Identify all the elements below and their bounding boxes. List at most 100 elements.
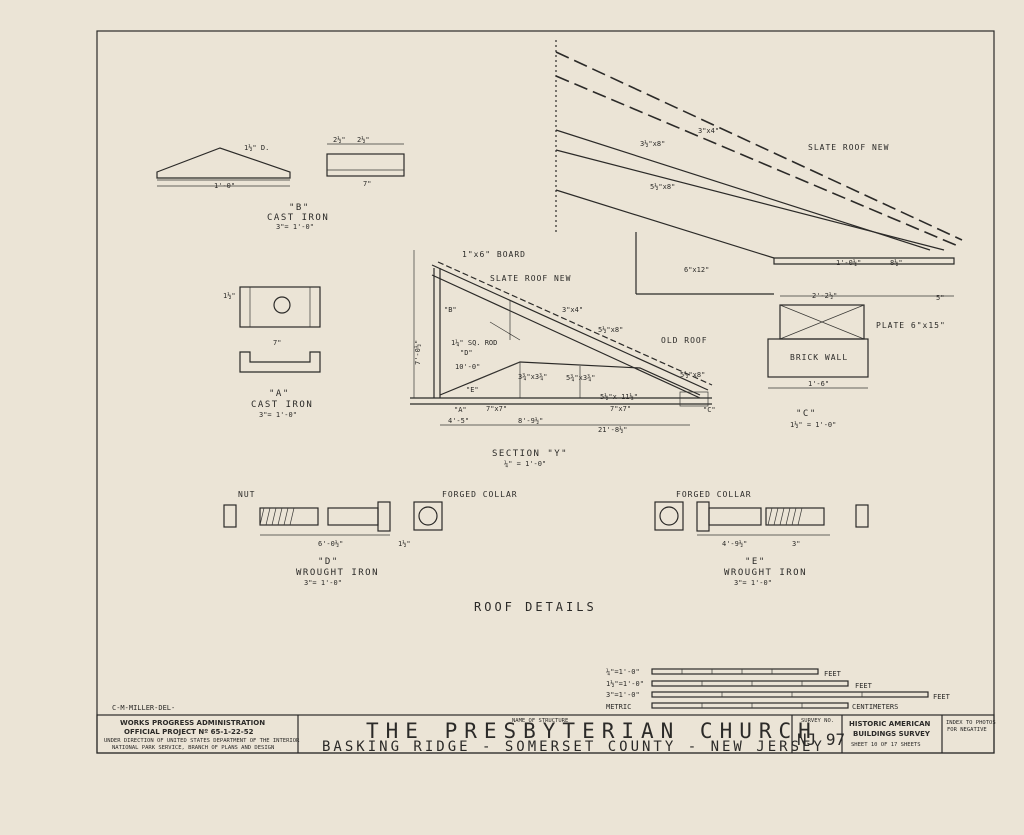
section-y-dim-b: 8'-9½" <box>518 417 543 425</box>
section-y-dim-span: 21'-8½" <box>598 426 628 434</box>
scale-row-3-label: 3"=1'-0" <box>606 691 640 699</box>
detail-d-collar <box>377 501 391 532</box>
sheet-count: SHEET 10 OF 17 SHEETS <box>851 742 921 748</box>
detail-b-elevation <box>156 147 291 179</box>
section-y-scale: ¼" = 1'-0" <box>504 460 546 468</box>
detail-a-hole <box>273 296 291 314</box>
detail-a-section <box>239 351 321 373</box>
detail-e-collar-label: FORGED COLLAR <box>676 490 752 499</box>
section-y-ref-a: "A" <box>454 406 467 414</box>
detail-e-scale: 3"= 1'-0" <box>734 579 772 587</box>
scale-row-2-label: 1½"=1'-0" <box>606 680 644 688</box>
scale-row-1-unit: FEET <box>824 670 842 678</box>
wpa-line-2: OFFICIAL PROJECT Nº 65-1-22-52 <box>124 728 254 736</box>
section-y-member-2: 5½"x8" <box>598 326 623 334</box>
detail-b-material: CAST IRON <box>267 213 329 223</box>
detail-d-nut-label: NUT <box>238 490 255 499</box>
detail-a-material: CAST IRON <box>251 400 313 410</box>
detail-e-shank <box>708 507 762 526</box>
detail-c-member-4: 6"x12" <box>684 266 709 274</box>
detail-d-thread <box>259 507 319 526</box>
detail-e-mark: "E" <box>745 557 766 567</box>
sheet-title: ROOF DETAILS <box>474 600 597 614</box>
structure-name: THE PRESBYTERIAN CHURCH <box>366 719 818 743</box>
detail-e-dim-length: 4'-9½" <box>722 540 747 548</box>
detail-e-collar-end <box>654 501 684 531</box>
detail-d-dim-collar: 1½" <box>398 540 411 548</box>
detail-a-plan <box>239 286 321 328</box>
scale-bar-4 <box>651 702 849 709</box>
detail-b-plan <box>326 153 405 177</box>
detail-b: 1½" D. 1'-0" 2½" 2½" 7" "B" CAST IRON 3"… <box>156 136 405 231</box>
detail-c: SLATE ROOF NEW PLATE 6"x15" BRICK WALL 3… <box>555 40 963 429</box>
section-y-dim-height: 10'-0" <box>455 363 480 371</box>
detail-c-brick-label: BRICK WALL <box>790 353 848 362</box>
section-y-slate-label: SLATE ROOF NEW <box>490 274 571 283</box>
wpa-line-1: WORKS PROGRESS ADMINISTRATION <box>120 719 265 727</box>
section-y-ref-c: "C" <box>703 406 716 414</box>
detail-c-member-1: 3½"x8" <box>640 140 665 148</box>
section-y: 1"x6" BOARD SLATE ROOF NEW OLD ROOF 1¼" … <box>410 250 716 468</box>
detail-e-nut <box>855 504 869 528</box>
detail-d: NUT FORGED COLLAR 6'-0½" 1½" "D" WROUGHT… <box>223 490 518 587</box>
detail-b-dim-diameter: 1½" D. <box>244 144 269 152</box>
section-y-ref-d: "D" <box>460 349 473 357</box>
section-y-rafter-bottom <box>431 274 701 399</box>
detail-d-nut <box>223 504 237 528</box>
habs-line-1: HISTORIC AMERICAN <box>849 720 931 728</box>
detail-a-mark: "A" <box>269 389 290 399</box>
detail-c-brick-wall <box>767 338 869 378</box>
scale-row-4-label: METRIC <box>606 703 631 711</box>
section-y-ref-e: "E" <box>466 386 479 394</box>
detail-e-dim-thread: 3" <box>792 540 800 548</box>
detail-d-collar-end <box>413 501 443 531</box>
title-block: WORKS PROGRESS ADMINISTRATION OFFICIAL P… <box>96 714 996 755</box>
survey-number: NJ 97 <box>797 730 845 749</box>
wpa-line-4: NATIONAL PARK SERVICE, BRANCH OF PLANS A… <box>112 745 274 751</box>
detail-c-plate-label: PLATE 6"x15" <box>876 321 946 330</box>
detail-d-scale: 3"= 1'-0" <box>304 579 342 587</box>
section-y-member-1: 3"x4" <box>562 306 583 314</box>
section-y-mark: SECTION "Y" <box>492 449 568 459</box>
copy-line-1: INDEX TO PHOTOS <box>946 720 996 726</box>
detail-c-dim-wall: 1'-6" <box>808 380 829 388</box>
copy-line-2: FOR NEGATIVE <box>947 727 987 733</box>
detail-c-slate-label: SLATE ROOF NEW <box>808 143 889 152</box>
section-y-member-6: 5½"x 11½" <box>600 393 638 401</box>
detail-a-dim-height: 1½" <box>223 292 236 300</box>
section-y-member-3: 3¾"x3¾" <box>518 373 548 381</box>
detail-a: 7" 1½" "A" CAST IRON 3"= 1'-0" <box>223 286 321 419</box>
detail-e: FORGED COLLAR 4'-9½" 3" "E" WROUGHT IRON… <box>654 490 869 587</box>
scale-bar-3 <box>651 691 929 698</box>
habs-line-2: BUILDINGS SURVEY <box>853 730 931 738</box>
detail-c-rafter-2 <box>555 149 945 251</box>
detail-b-dim-width: 7" <box>363 180 371 188</box>
scale-bar-2 <box>651 680 849 687</box>
detail-c-rafter-3 <box>555 189 775 259</box>
section-y-old-roof-label: OLD ROOF <box>661 336 708 345</box>
detail-d-mark: "D" <box>318 557 339 567</box>
graphic-scales: ¼"=1'-0" FEET 1½"=1'-0" FEET 3"=1'-0" FE… <box>606 668 951 711</box>
detail-c-scale: 1½" = 1'-0" <box>790 421 836 429</box>
detail-c-dim-plate: 2'-2½" <box>812 292 837 300</box>
survey-caption: SURVEY NO. <box>801 718 834 724</box>
detail-e-thread <box>765 507 825 526</box>
section-y-dim-a: 4'-5" <box>448 417 469 425</box>
wpa-line-3: UNDER DIRECTION OF UNITED STATES DEPARTM… <box>104 738 300 744</box>
detail-c-member-3: 5½"x8" <box>650 183 675 191</box>
scale-row-3-unit: FEET <box>933 693 951 701</box>
detail-b-scale: 3"= 1'-0" <box>276 223 314 231</box>
detail-b-mark: "B" <box>289 203 310 213</box>
detail-d-dim-length: 6'-0½" <box>318 540 343 548</box>
detail-c-slate-2 <box>555 75 959 247</box>
detail-b-dim-length: 1'-0" <box>214 182 235 190</box>
detail-c-dim-step: 1'-0½" <box>836 259 861 267</box>
section-y-rafter-top <box>431 264 709 391</box>
structure-location: BASKING RIDGE - SOMERSET COUNTY - NEW JE… <box>322 739 825 755</box>
detail-b-dim-b: 2½" <box>357 136 370 144</box>
section-y-ref-b: "B" <box>444 306 457 314</box>
detail-d-collar-label: FORGED COLLAR <box>442 490 518 499</box>
structure-name-caption: NAME OF STRUCTURE <box>512 718 568 724</box>
detail-c-dim-end: 8½" <box>890 259 903 267</box>
